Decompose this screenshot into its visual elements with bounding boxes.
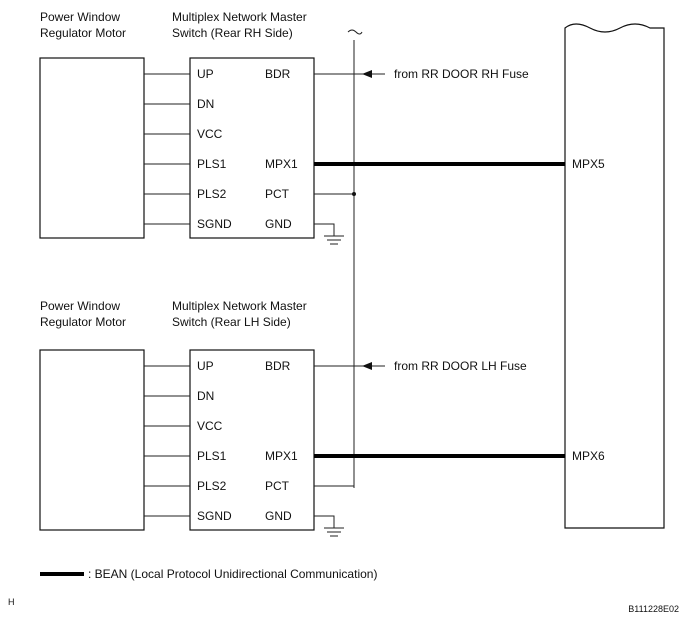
pin-label: BDR bbox=[265, 359, 291, 373]
figure-id: B111228E02 bbox=[628, 604, 679, 614]
pin-label: PLS2 bbox=[197, 479, 227, 493]
pin-label: PLS1 bbox=[197, 157, 227, 171]
upper-section: Power Window Regulator Motor Multiplex N… bbox=[39, 10, 605, 245]
lower-ecu-pin: MPX6 bbox=[572, 449, 605, 463]
lower-motor-title-line1: Power Window bbox=[40, 299, 120, 313]
pin-label: GND bbox=[265, 217, 292, 231]
gnd-wire bbox=[314, 515, 335, 528]
upper-motor-box bbox=[39, 57, 145, 239]
footer-left-code: H bbox=[8, 597, 15, 607]
ground-icon bbox=[324, 235, 344, 245]
lower-motor-title-line2: Regulator Motor bbox=[40, 315, 126, 329]
lower-motor-box bbox=[39, 349, 145, 531]
arrow-left-icon bbox=[362, 70, 372, 78]
lower-switch-title-line2: Switch (Rear LH Side) bbox=[172, 315, 291, 329]
pin-label: BDR bbox=[265, 67, 291, 81]
pin-label: SGND bbox=[197, 217, 232, 231]
lower-switch-title-line1: Multiplex Network Master bbox=[172, 299, 307, 313]
pin-label: MPX1 bbox=[265, 449, 298, 463]
junction-dot bbox=[352, 192, 356, 196]
pin-label: UP bbox=[197, 67, 214, 81]
pin-label: PLS1 bbox=[197, 449, 227, 463]
upper-ecu-pin: MPX5 bbox=[572, 157, 605, 171]
lower-switch-box bbox=[189, 349, 315, 531]
pin-label: SGND bbox=[197, 509, 232, 523]
upper-motor-title-line1: Power Window bbox=[40, 10, 120, 24]
pin-label: GND bbox=[265, 509, 292, 523]
gnd-wire bbox=[314, 223, 335, 236]
pin-label: VCC bbox=[197, 419, 223, 433]
pin-label: VCC bbox=[197, 127, 223, 141]
pin-label: PCT bbox=[265, 479, 290, 493]
pin-label: MPX1 bbox=[265, 157, 298, 171]
upper-fuse-label: from RR DOOR RH Fuse bbox=[394, 67, 529, 81]
lower-fuse-label: from RR DOOR LH Fuse bbox=[394, 359, 527, 373]
pin-label: PCT bbox=[265, 187, 290, 201]
upper-switch-title-line2: Switch (Rear RH Side) bbox=[172, 26, 293, 40]
pin-label: UP bbox=[197, 359, 214, 373]
ecu-block bbox=[564, 23, 665, 529]
break-mark bbox=[347, 29, 363, 35]
ground-icon bbox=[324, 527, 344, 537]
lower-section: Power Window Regulator Motor Multiplex N… bbox=[39, 299, 605, 537]
upper-switch-title-line1: Multiplex Network Master bbox=[172, 10, 307, 24]
upper-switch-box bbox=[189, 57, 315, 239]
pin-label: PLS2 bbox=[197, 187, 227, 201]
legend-text: : BEAN (Local Protocol Unidirectional Co… bbox=[88, 567, 377, 581]
upper-motor-title-line2: Regulator Motor bbox=[40, 26, 126, 40]
pin-label: DN bbox=[197, 97, 214, 111]
arrow-left-icon bbox=[362, 362, 372, 370]
pin-label: DN bbox=[197, 389, 214, 403]
